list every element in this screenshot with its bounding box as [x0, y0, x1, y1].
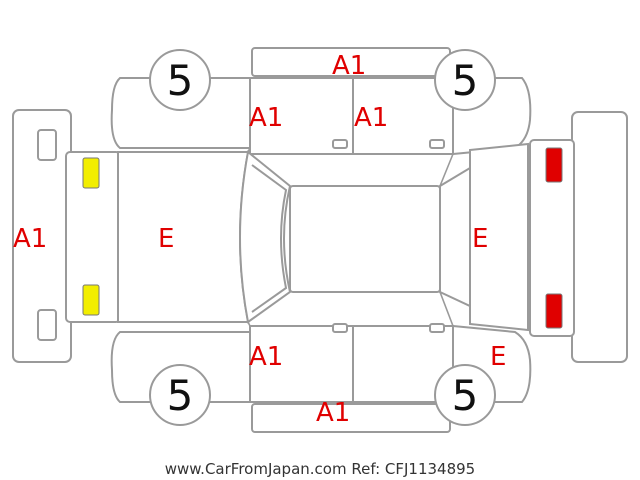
- grade-door-front-upper-left: A1: [249, 103, 283, 133]
- wheel-top-right: 5: [434, 49, 496, 111]
- wheel-number-top-left: 5: [167, 56, 194, 105]
- grade-door-front-upper-right: A1: [354, 103, 388, 133]
- taillight-lower: [545, 293, 563, 329]
- grade-roof-bottom: A1: [316, 398, 350, 428]
- grade-hood: E: [158, 224, 174, 254]
- wheel-bottom-left: 5: [149, 364, 211, 426]
- wheel-top-left: 5: [149, 49, 211, 111]
- wheel-number-bottom-left: 5: [167, 371, 194, 420]
- wheel-number-bottom-right: 5: [452, 371, 479, 420]
- rear-bumper: [571, 111, 628, 363]
- footer-reference: www.CarFromJapan.com Ref: CFJ1134895: [165, 460, 475, 478]
- wheel-number-top-right: 5: [452, 56, 479, 105]
- headlight-upper: [82, 157, 100, 189]
- headlight-lower: [82, 284, 100, 316]
- grade-quarter-lower-right: E: [490, 342, 506, 372]
- car-top-view: [65, 139, 575, 337]
- grade-door-lower-left: A1: [249, 342, 283, 372]
- grade-front-bumper: A1: [13, 224, 47, 254]
- wheel-bottom-right: 5: [434, 364, 496, 426]
- taillight-upper: [545, 147, 563, 183]
- grade-tailgate: E: [472, 224, 488, 254]
- grade-roof-top: A1: [332, 51, 366, 81]
